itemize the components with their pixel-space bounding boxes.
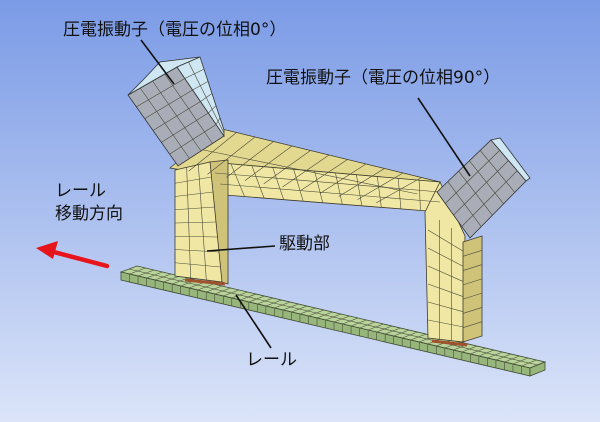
- mesh-line: [219, 183, 441, 203]
- mesh-line: [215, 117, 221, 125]
- mesh-line: [208, 105, 217, 114]
- mesh-line: [427, 247, 464, 267]
- mesh-line: [128, 268, 538, 366]
- mesh-line: [418, 180, 421, 211]
- mesh-line: [214, 172, 441, 193]
- piezo-left-model: [127, 56, 225, 167]
- mesh-line: [462, 307, 483, 314]
- label-rail: レール: [246, 350, 297, 370]
- mesh-line: [445, 150, 500, 204]
- mesh-line: [230, 163, 245, 197]
- mesh-line: [193, 147, 418, 195]
- leader-piezo-right: [417, 97, 471, 177]
- mesh-line: [192, 81, 209, 91]
- drive-body-model: [169, 127, 483, 347]
- mesh-line: [356, 174, 363, 206]
- mesh-line: [174, 221, 217, 224]
- contact-area-right: [431, 339, 468, 347]
- mesh-line: [462, 278, 483, 286]
- mesh-line: [427, 283, 464, 297]
- leader-piezo-left: [140, 39, 175, 85]
- left-arrow-icon: [36, 241, 110, 269]
- piezo-right-model: [436, 137, 531, 239]
- mesh-line: [251, 165, 265, 199]
- mesh-line: [174, 176, 212, 184]
- mesh-line: [462, 292, 483, 300]
- label-rail-motion-line2: 移動方向: [55, 204, 123, 224]
- mesh-line: [335, 172, 343, 205]
- contact-area-left: [184, 278, 226, 286]
- mesh-line: [397, 178, 402, 209]
- mesh-line: [174, 235, 218, 238]
- mesh-line: [314, 171, 324, 203]
- mesh-line: [293, 169, 304, 202]
- mesh-line: [136, 78, 185, 108]
- mesh-line: [462, 249, 483, 257]
- mesh-line: [169, 124, 217, 155]
- label-drive-part: 駆動部: [279, 234, 330, 254]
- mesh-line: [161, 112, 209, 143]
- mesh-line: [272, 167, 284, 200]
- mesh-line: [427, 301, 464, 313]
- mesh-line: [453, 160, 509, 216]
- leader-drive: [206, 245, 276, 252]
- mesh-line: [152, 101, 201, 131]
- mesh-line: [462, 264, 483, 271]
- mesh-line: [461, 170, 518, 227]
- mesh-line: [376, 176, 382, 208]
- mesh-line: [174, 206, 215, 211]
- label-piezo-phase0: 圧電振動子（電圧の位相0°）: [63, 20, 287, 40]
- mesh-line: [462, 321, 483, 329]
- mesh-line: [200, 93, 213, 102]
- label-rail-motion-line1: レール: [55, 181, 106, 201]
- mesh-line: [174, 262, 221, 268]
- mesh-line: [174, 191, 214, 197]
- mesh-line: [184, 68, 205, 79]
- leader-rail: [235, 294, 272, 349]
- mesh-line: [427, 229, 464, 252]
- mesh-line: [144, 89, 193, 119]
- label-piezo-phase90: 圧電振動子（電圧の位相90°）: [266, 68, 501, 88]
- mesh-line: [427, 265, 464, 282]
- mesh-line: [427, 319, 464, 328]
- mesh-line: [174, 249, 220, 253]
